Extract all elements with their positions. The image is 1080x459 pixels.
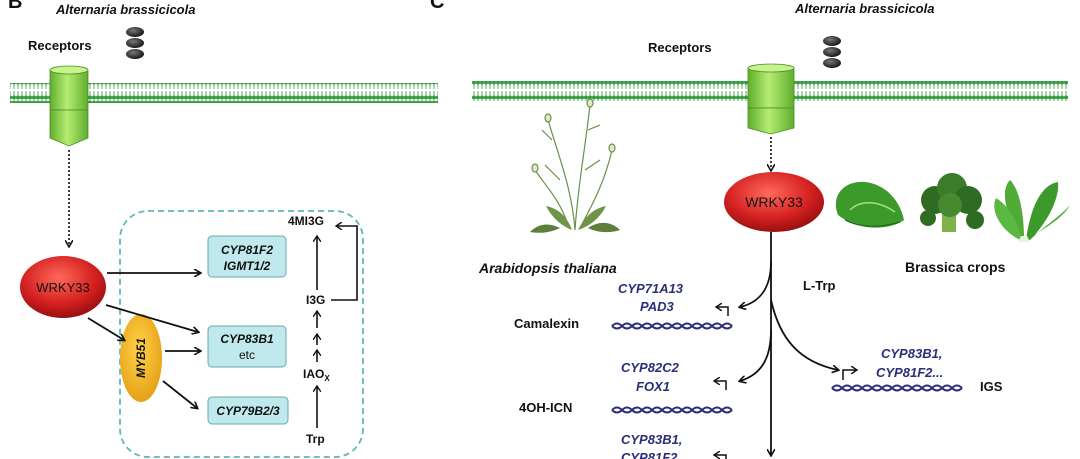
membrane-b — [10, 83, 438, 103]
pathogen-spores-c — [823, 36, 841, 68]
pathogen-label-b: Alternaria brassicicola — [55, 2, 195, 17]
gene1-line2: PAD3 — [640, 299, 674, 314]
box3-label: CYP79B2/3 — [216, 404, 280, 418]
camalexin-label: Camalexin — [514, 316, 579, 331]
wrky33-node-b: WRKY33 — [20, 256, 106, 318]
biosynthesis-arrows-b — [317, 226, 358, 428]
metabolite-i3g: I3G — [306, 293, 325, 307]
pathogen-label-c: Alternaria brassicicola — [794, 1, 934, 16]
promoter-arrow-2 — [714, 381, 727, 390]
dna-helix-1 — [611, 322, 733, 330]
myb51-node: MYB51 — [120, 314, 162, 402]
receptor-c — [747, 63, 795, 135]
wrky33-node-c: WRKY33 — [724, 172, 824, 232]
dna-helix-2 — [611, 406, 733, 414]
arabidopsis-plant-icon — [530, 98, 620, 233]
box1-line1: CYP81F2 — [221, 243, 273, 257]
metabolite-iaox: IAOX — [303, 367, 330, 383]
bok-choy-icon — [994, 180, 1070, 242]
hicn-label: 4OH-ICN — [519, 400, 572, 415]
myb51-label: MYB51 — [134, 338, 148, 378]
gene3-line1: CYP83B1, — [621, 432, 682, 447]
wrky33-label-b: WRKY33 — [36, 280, 89, 295]
box-cyp81f2: CYP81F2 IGMT1/2 — [207, 235, 287, 278]
box2-line1: CYP83B1 — [220, 332, 274, 346]
box1-line2: IGMT1/2 — [224, 259, 271, 273]
dna-helix-4 — [831, 384, 963, 392]
gene2-line2: FOX1 — [636, 379, 670, 394]
receptors-label-c: Receptors — [648, 40, 712, 55]
box2-line2: etc — [239, 348, 255, 362]
receptor-b — [49, 65, 89, 147]
branch-arrows-c — [740, 232, 838, 455]
spinach-icon — [835, 181, 904, 228]
promoter-arrow-3 — [714, 455, 727, 459]
box-cyp79b2: CYP79B2/3 — [207, 396, 289, 425]
ltrp-label: L-Trp — [803, 278, 836, 293]
gene2-line1: CYP82C2 — [621, 360, 680, 375]
promoter-arrow-1 — [716, 307, 729, 316]
broccoli-icon — [920, 173, 984, 232]
metabolite-4mi3g: 4MI3G — [288, 214, 324, 228]
panel-c-letter: C — [430, 0, 444, 13]
igs-label: IGS — [980, 379, 1003, 394]
box-cyp83b1: CYP83B1 etc — [207, 325, 287, 368]
gene1-line1: CYP71A13 — [618, 281, 684, 296]
gene4-line2: CYP81F2... — [876, 365, 943, 380]
regulation-arrows-b — [87, 273, 200, 408]
panel-b-letter: B — [8, 0, 22, 13]
promoter-arrow-4 — [842, 370, 857, 380]
wrky33-label-c: WRKY33 — [745, 194, 803, 210]
gene4-line1: CYP83B1, — [881, 346, 942, 361]
metabolite-trp: Trp — [306, 432, 325, 446]
receptors-label-b: Receptors — [28, 38, 92, 53]
arabidopsis-label: Arabidopsis thaliana — [478, 260, 617, 276]
brassica-label: Brassica crops — [905, 259, 1006, 275]
pathogen-spores-b — [126, 27, 144, 59]
gene3-line2: CYP81F2... — [621, 450, 688, 459]
